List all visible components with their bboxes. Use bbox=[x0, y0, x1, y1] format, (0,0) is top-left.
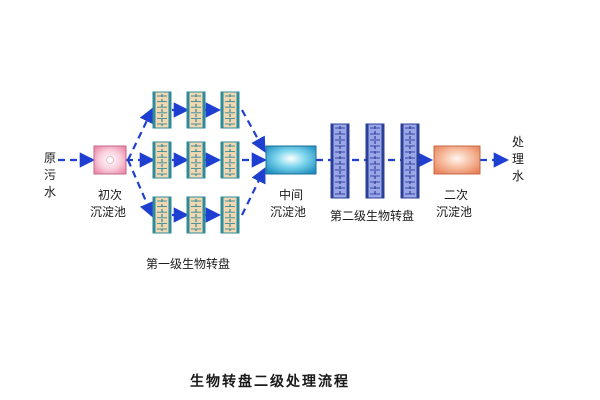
stage1-disc-r3-c3 bbox=[220, 196, 240, 234]
stage1-disc-r1-c1 bbox=[152, 91, 172, 129]
stage2-disc-3 bbox=[400, 123, 420, 199]
stage1-disc-r3-c2 bbox=[186, 196, 206, 234]
middle-clarifier: 中间 沉淀池 bbox=[265, 145, 317, 219]
flow-arrow-merge-top bbox=[241, 109, 266, 153]
secondary-clarifier-label-1: 二次 bbox=[444, 188, 468, 202]
raw-sewage-label: 原 污 水 bbox=[44, 151, 56, 199]
primary-clarifier-label-1: 初次 bbox=[98, 188, 122, 202]
secondary-clarifier: 二次 沉淀池 bbox=[433, 145, 481, 219]
middle-clarifier-label-1: 中间 bbox=[279, 187, 303, 202]
diagram-title: 生物转盘二级处理流程 bbox=[190, 373, 350, 390]
stage1-disc-r3-c1 bbox=[152, 196, 172, 234]
flow-arrow-branch-up bbox=[127, 107, 154, 161]
secondary-clarifier-tank bbox=[433, 145, 481, 175]
flow-arrow-merge-bottom bbox=[241, 167, 266, 216]
stage1-disc-r2-c3 bbox=[220, 141, 240, 179]
treated-water-label-2: 理 bbox=[512, 152, 524, 166]
stage1-disc-r2-c2 bbox=[186, 141, 206, 179]
raw-sewage-label-1: 原 bbox=[44, 151, 56, 165]
primary-clarifier: 初次 沉淀池 bbox=[90, 145, 127, 219]
stage2-disc-array bbox=[330, 123, 420, 199]
secondary-clarifier-label-2: 沉淀池 bbox=[436, 205, 472, 219]
middle-clarifier-tank bbox=[265, 145, 317, 175]
stage1-disc-r1-c3 bbox=[220, 91, 240, 129]
flow-arrow-branch-down bbox=[126, 159, 155, 218]
stage1-disc-r1-c2 bbox=[186, 91, 206, 129]
treated-water-label-3: 水 bbox=[512, 169, 524, 183]
treated-water-label: 处 理 水 bbox=[512, 135, 524, 183]
stage2-disc-2 bbox=[365, 123, 385, 199]
raw-sewage-label-2: 污 bbox=[44, 168, 56, 182]
stage1-row-connectors bbox=[172, 102, 222, 223]
treated-water-label-1: 处 bbox=[512, 135, 524, 149]
primary-clarifier-tank bbox=[93, 145, 127, 175]
primary-clarifier-label-2: 沉淀池 bbox=[90, 205, 126, 219]
stage1-disc-array bbox=[152, 91, 240, 234]
stage2-disc-1 bbox=[330, 123, 350, 199]
stage1-label: 第一级生物转盘 bbox=[146, 256, 230, 271]
stage1-disc-r2-c1 bbox=[152, 141, 172, 179]
stage2-label: 第二级生物转盘 bbox=[330, 208, 414, 223]
raw-sewage-label-3: 水 bbox=[44, 185, 56, 199]
middle-clarifier-label-2: 沉淀池 bbox=[270, 205, 306, 219]
